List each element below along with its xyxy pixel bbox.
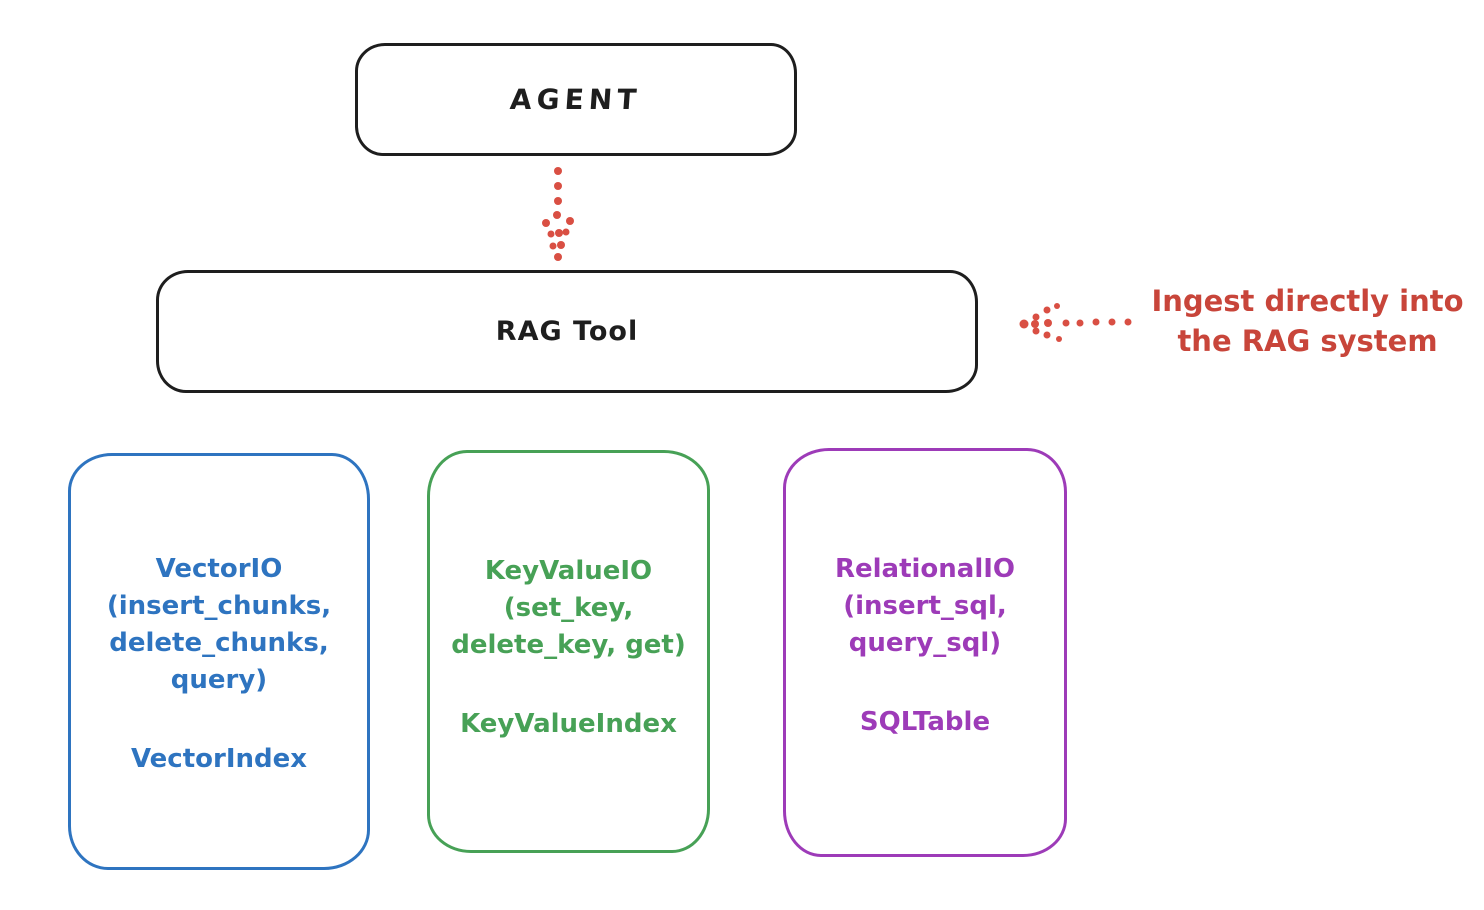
io-box-line: KeyValueIO: [484, 556, 653, 586]
key-value-io-description: KeyValueIO (set_key, delete_key, get): [451, 553, 686, 664]
io-box-line: VectorIO: [155, 554, 283, 584]
io-box-line: (insert_chunks,: [106, 591, 332, 621]
io-box-line: RelationalIO: [834, 554, 1016, 584]
io-box-line: (set_key,: [503, 593, 634, 623]
relational-io-description: RelationalIO (insert_sql, query_sql): [835, 551, 1015, 662]
annotation-line-2: the RAG system: [1177, 324, 1438, 358]
sql-table-label: SQLTable: [859, 707, 991, 737]
annotation-line-1: Ingest directly into: [1151, 284, 1464, 318]
relational-io-box: RelationalIO (insert_sql, query_sql) SQL…: [783, 448, 1067, 857]
flow-arrow-down-icon: [542, 167, 574, 261]
rag-tool-box-label: RAG Tool: [495, 316, 639, 347]
io-box-line: query_sql): [848, 628, 1002, 658]
key-value-index-label: KeyValueIndex: [460, 709, 677, 739]
vector-index-label: VectorIndex: [130, 744, 308, 774]
annotation-arrow-left-icon: [1019, 303, 1132, 342]
vector-io-description: VectorIO (insert_chunks, delete_chunks, …: [107, 551, 331, 699]
io-box-line: (insert_sql,: [843, 591, 1007, 621]
agent-box: AGENT: [355, 43, 797, 156]
rag-tool-box: RAG Tool: [156, 270, 978, 393]
key-value-io-box: KeyValueIO (set_key, delete_key, get) Ke…: [427, 450, 710, 853]
io-box-line: delete_key, get): [451, 630, 686, 660]
io-box-line: delete_chunks,: [109, 628, 329, 658]
agent-box-label: AGENT: [509, 83, 643, 116]
io-box-line: query): [170, 665, 268, 695]
vector-io-box: VectorIO (insert_chunks, delete_chunks, …: [68, 453, 370, 870]
annotation-text: Ingest directly into the RAG system: [1135, 281, 1480, 361]
